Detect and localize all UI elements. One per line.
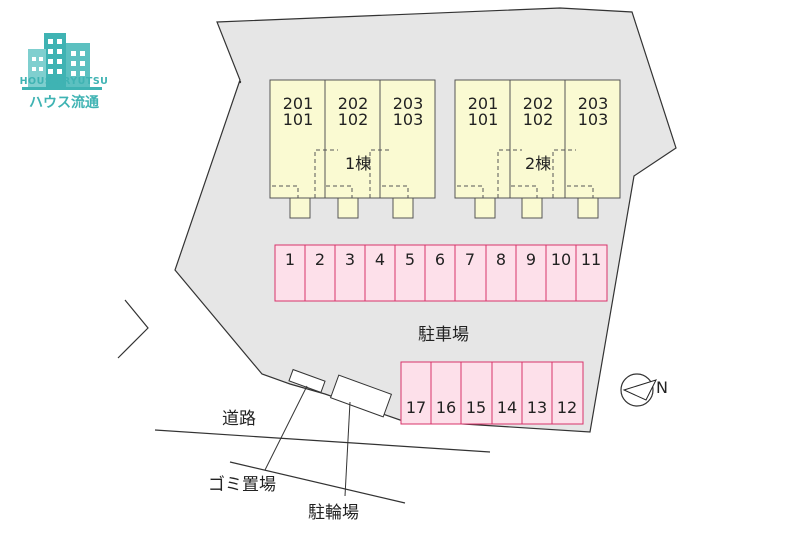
- parking-space-label: 2: [314, 250, 326, 269]
- parking-space-label: 7: [464, 250, 476, 269]
- parking-space-label: 11: [580, 250, 602, 269]
- bicycle-area: [329, 374, 393, 418]
- north-label: N: [656, 378, 668, 397]
- building-1: [269, 79, 436, 219]
- road-label: 道路: [222, 409, 256, 429]
- garbage-area: [288, 368, 326, 394]
- parking-space-label: 8: [495, 250, 507, 269]
- parking-space-label: 16: [435, 398, 457, 417]
- parking-space-label: 12: [556, 398, 578, 417]
- parking-space-label: 9: [525, 250, 537, 269]
- parking-lot-label: 駐車場: [418, 325, 469, 345]
- parking-space-label: 10: [550, 250, 572, 269]
- parking-space-label: 5: [404, 250, 416, 269]
- garbage-area-label: ゴミ置場: [208, 475, 276, 495]
- parking-space-label: 6: [434, 250, 446, 269]
- parking-row-bottom: [400, 361, 584, 425]
- building-2-name: 2棟: [525, 154, 552, 173]
- parking-space-label: 3: [344, 250, 356, 269]
- north-arrow-icon: [620, 373, 657, 407]
- building-2: [454, 79, 621, 219]
- parking-space-label: 4: [374, 250, 386, 269]
- building-1-name: 1棟: [345, 154, 372, 173]
- parking-row-top: [274, 244, 608, 302]
- parking-space-label: 13: [526, 398, 548, 417]
- logo-text-en: HOUSE RYUTSU: [19, 76, 109, 87]
- bicycle-parking-label: 駐輪場: [308, 503, 359, 523]
- logo-text-ja: ハウス流通: [29, 95, 99, 111]
- parking-space-label: 1: [284, 250, 296, 269]
- building-logo-icon: [22, 33, 102, 90]
- parking-space-label: 14: [496, 398, 518, 417]
- road-line-lower: [229, 461, 406, 504]
- parking-space-label: 15: [465, 398, 487, 417]
- parking-space-label: 17: [405, 398, 427, 417]
- road-line-upper: [154, 429, 491, 453]
